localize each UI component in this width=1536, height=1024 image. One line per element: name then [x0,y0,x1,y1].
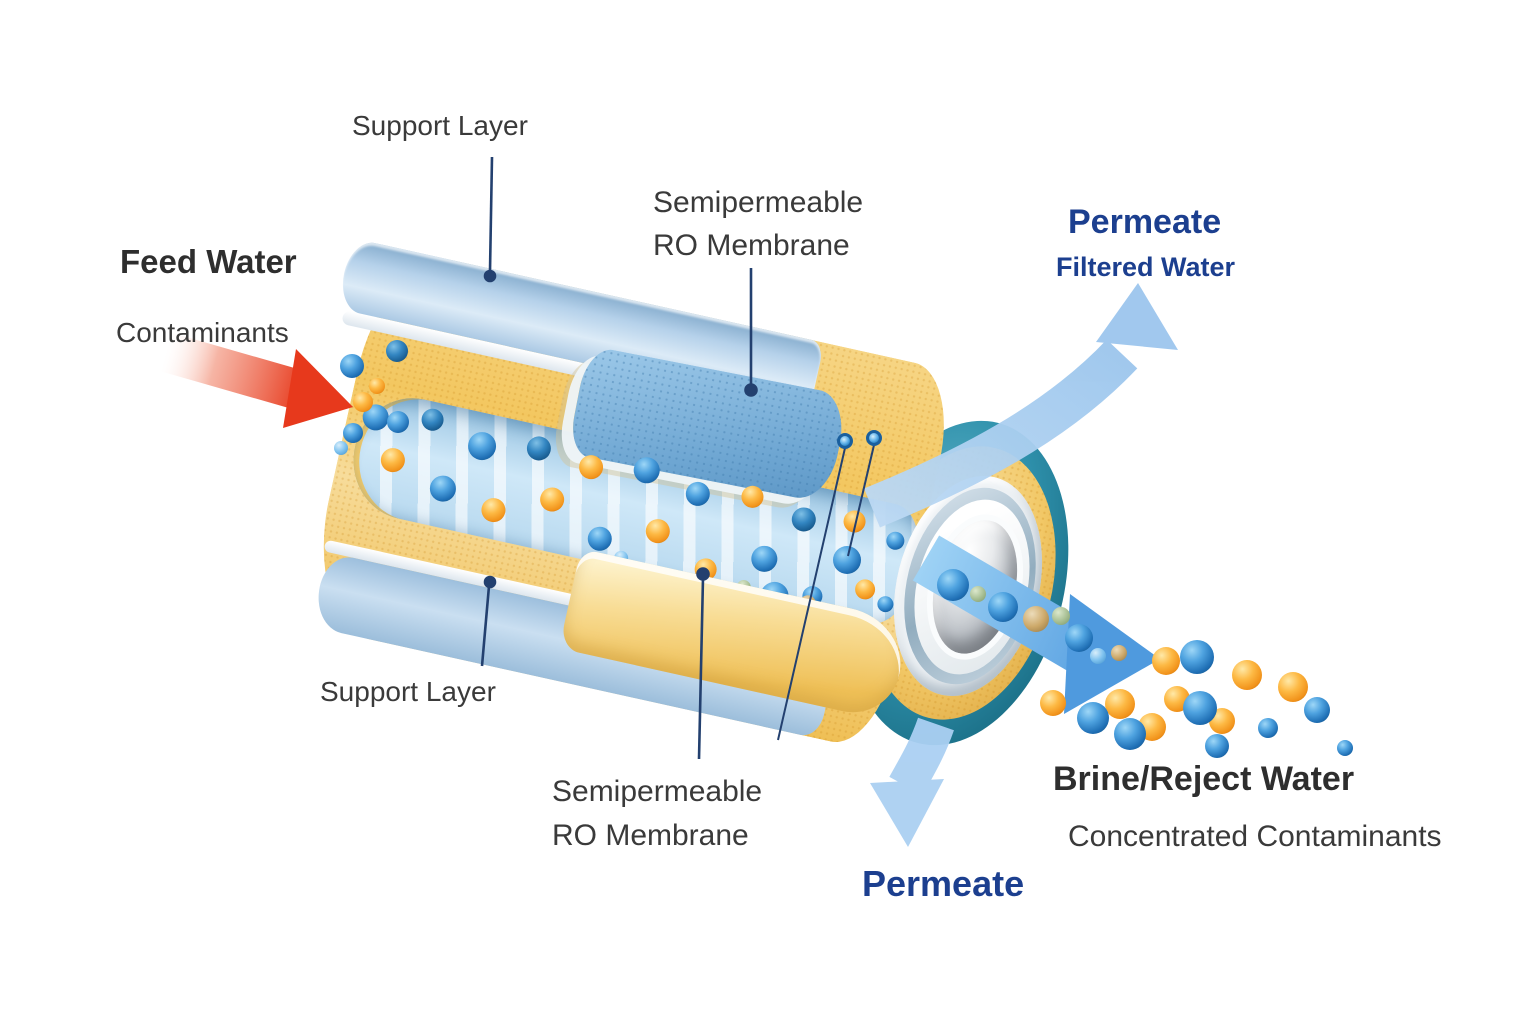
particle-orange [1105,689,1135,719]
leader-support-top [488,156,494,272]
particle-orange [369,378,385,394]
label-membrane-top: Semipermeable RO Membrane [653,181,863,267]
label-support-layer-bottom: Support Layer [320,676,496,707]
particle-blue [387,411,409,433]
particle-tan [1023,606,1049,632]
particle-orange [1232,660,1262,690]
label-permeate-bottom: Permeate [862,863,1025,904]
particle-orange [1278,672,1308,702]
particle-blue [1183,691,1217,725]
particle-orange [1152,647,1180,675]
particle-tan [1111,645,1127,661]
label-permeate-top: Permeate [1068,203,1222,241]
particle-blue [340,354,364,378]
particle-blue [1077,702,1109,734]
particle-blue [1258,718,1278,738]
particle-lblue [1090,648,1106,664]
particle-blue [1065,624,1093,652]
particle-blue [988,592,1018,622]
label-membrane-top-line1: Semipermeable [653,186,864,219]
particle-sage [1052,607,1070,625]
particle-orange [1040,690,1066,716]
particle-blue [1205,734,1229,758]
particle-blue [833,546,861,574]
particle-dblue [386,340,408,362]
particle-blue [1337,740,1353,756]
label-membrane-bottom-line1: Semipermeable [552,775,763,808]
label-contaminants: Contaminants [116,317,289,348]
label-concentrated-contaminants: Concentrated Contaminants [1068,820,1442,853]
particle-blue [1114,718,1146,750]
particle-blue [1180,640,1214,674]
label-feed-water: Feed Water [120,243,297,280]
permeate-droplet [837,433,853,449]
particle-blue [343,423,363,443]
label-membrane-top-line2: RO Membrane [653,229,850,262]
particle-lblue [334,441,348,455]
particle-sage [970,586,986,602]
label-filtered-water: Filtered Water [1056,252,1236,282]
label-membrane-bottom: Semipermeable RO Membrane [552,770,762,858]
label-membrane-bottom-line2: RO Membrane [552,819,749,852]
particle-blue [1304,697,1330,723]
label-brine-reject: Brine/Reject Water [1053,760,1355,798]
label-support-layer-top: Support Layer [352,110,528,141]
particle-blue [937,569,969,601]
permeate-droplet [866,430,882,446]
particle-orange [353,392,373,412]
